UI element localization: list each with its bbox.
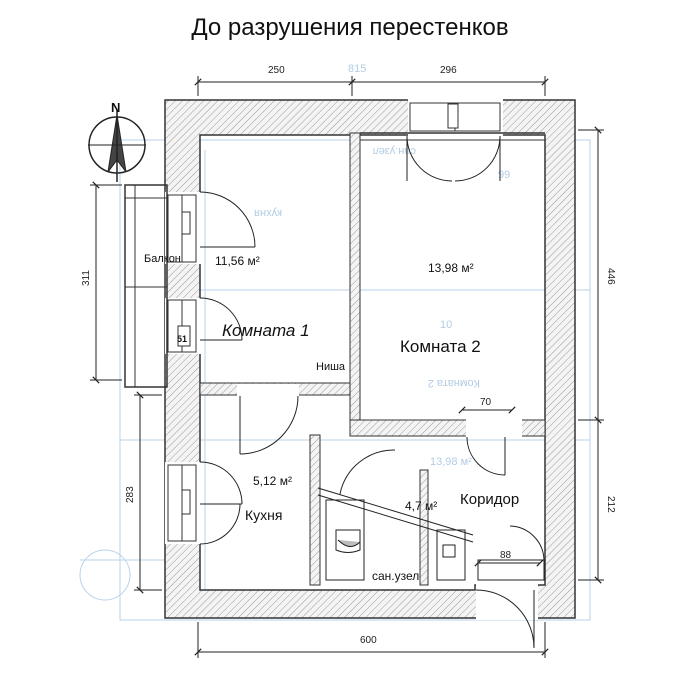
svg-text:Комната 2: Комната 2 [428,377,480,389]
bathroom-name: сан.узел [372,569,419,583]
room1-area: 11,56 м² [215,254,260,268]
svg-text:815: 815 [348,63,366,75]
room1-name: Комната 1 [222,321,310,340]
dimension-lines [90,76,604,658]
dimension-left-lower: 283 [125,486,136,503]
kitchen-area: 5,12 м² [253,474,292,488]
svg-text:10: 10 [440,319,452,331]
svg-text:99: 99 [498,169,510,181]
radiator-mark: 51 [177,334,187,344]
dimension-right-lower: 212 [605,496,616,513]
dimension-right-upper: 446 [605,268,616,285]
compass-icon [88,110,146,182]
room2-name: Комната 2 [400,337,481,356]
dimension-top-right: 296 [440,65,457,76]
radiators [177,103,459,515]
dimension-bottom: 600 [360,635,377,646]
page-title: До разрушения перестенков [191,14,509,41]
niche-label: Ниша [316,361,346,373]
svg-text:сан.узел: сан.узел [373,145,416,157]
outer-walls [164,99,576,619]
balcony-label: Балкон [144,253,181,265]
wall-openings [165,99,538,620]
compass-label: N [111,100,120,115]
dimension-door-room2: 70 [480,397,492,408]
dimension-top-left: 250 [268,65,285,76]
svg-text:13,98 м²: 13,98 м² [430,456,472,468]
svg-text:кухня: кухня [254,207,282,219]
corridor-name: Коридор [460,491,519,508]
balcony [124,184,168,388]
kitchen-name: Кухня [245,507,282,523]
door-swings [199,135,545,649]
dimension-left-upper: 311 [81,270,92,286]
room2-area: 13,98 м² [428,261,474,275]
bathroom-area: 4,7 м² [405,499,437,513]
dimension-door-corridor: 88 [500,550,512,561]
ghost-background-plan: кухня Комната 2 сан.узел 13,98 м² 10 99 … [79,63,591,621]
